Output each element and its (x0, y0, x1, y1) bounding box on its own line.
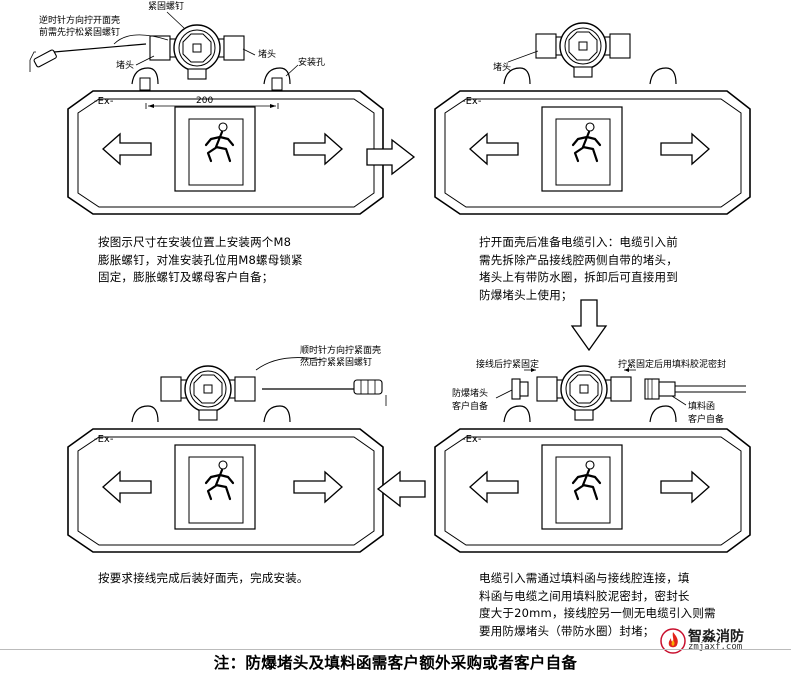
caption-line: 度大于20mm，接线腔另一侧无电缆引入则需 (479, 606, 716, 620)
caption-line: 固定，膨胀螺钉及螺母客户自备； (98, 270, 274, 284)
caption-line: 拧开面壳后准备电缆引入：电缆引入前 (479, 235, 678, 249)
callout-loosen-note-1: 逆时针方向拧开面壳 (39, 16, 121, 26)
sign-ex-label: -Ex- (94, 96, 114, 107)
step-1-caption: 按图示尺寸在安装位置上安装两个M8 膨胀螺钉，对准安装孔位用M8螺母锁紧 固定，… (98, 234, 303, 287)
panel-4-cable-gland (433, 365, 752, 554)
callout-plug: 堵头 (493, 63, 512, 73)
sign-ex-label: -Ex- (462, 96, 482, 107)
caption-line: 需先拆除产品接线腔两侧自带的堵头， (479, 252, 678, 267)
panel-2-cable-entry-prep (433, 22, 752, 216)
callout-set-screw: 紧固螺钉 (148, 2, 185, 12)
caption-line: 堵头上有带防水圈，拆卸后可直接用到 (479, 270, 678, 284)
watermark-name: 智淼消防 (688, 629, 744, 645)
arrow-right (366, 138, 416, 176)
callout-tighten-note-1: 顺时针方向拧紧面壳 (300, 346, 382, 356)
caption-line: 电缆引入需通过填料函与接线腔连接，填 (479, 571, 690, 585)
panel-3-close-housing (66, 357, 387, 554)
callout-loosen-note-2: 前需先拧松紧固螺钉 (39, 28, 121, 38)
caption-line: 防爆堵头上使用； (479, 287, 573, 302)
dimension-label: 200 (196, 96, 214, 106)
caption-line: 膨胀螺钉，对准安装孔位用M8螺母锁紧 (98, 252, 303, 267)
caption-line: 按图示尺寸在安装位置上安装两个M8 (98, 235, 292, 249)
flame-logo-icon (660, 628, 686, 654)
callout-plug-left: 堵头 (116, 61, 135, 71)
footer-note: 注：防爆堵头及填料函需客户额外采购或者客户自备 (213, 654, 578, 672)
arrow-down (570, 299, 608, 352)
callout-explosion-plug-2: 客户自备 (452, 402, 489, 412)
callout-seal-with-putty: 拧紧固定后用填料胶泥密封 (618, 360, 727, 370)
watermark-logo: 智淼消防 zmjaxf.com (660, 628, 788, 654)
callout-tighten-note-2: 然后拧紧紧固螺钉 (300, 358, 373, 368)
callout-explosion-plug-1: 防爆堵头 (452, 389, 489, 399)
sign-ex-label: -Ex- (94, 434, 114, 445)
step-3-caption: 按要求接线完成后装好面壳，完成安装。 (98, 570, 309, 588)
caption-line: 料函与电缆之间用填料胶泥密封，密封长 (479, 588, 690, 603)
callout-packing-box-2: 客户自备 (688, 415, 725, 425)
divider (0, 649, 791, 650)
step-2-caption: 拧开面壳后准备电缆引入：电缆引入前 需先拆除产品接线腔两侧自带的堵头， 堵头上有… (479, 234, 678, 304)
watermark-url: zmjaxf.com (688, 642, 743, 652)
caption-line: 要用防爆堵头（带防水圈）封堵； (479, 623, 655, 638)
callout-tighten-after-wiring: 接线后拧紧固定 (476, 360, 540, 370)
arrow-left (376, 470, 426, 508)
step-4-caption: 电缆引入需通过填料函与接线腔连接，填 料函与电缆之间用填料胶泥密封，密封长 度大… (479, 570, 716, 640)
caption-line: 按要求接线完成后装好面壳，完成安装。 (98, 571, 309, 585)
callout-packing-box-1: 填料函 (688, 402, 716, 412)
sign-ex-label: -Ex- (462, 434, 482, 445)
callout-mount-hole: 安装孔 (298, 58, 326, 68)
panel-1-mounting (29, 11, 385, 216)
callout-plug-right: 堵头 (258, 50, 277, 60)
